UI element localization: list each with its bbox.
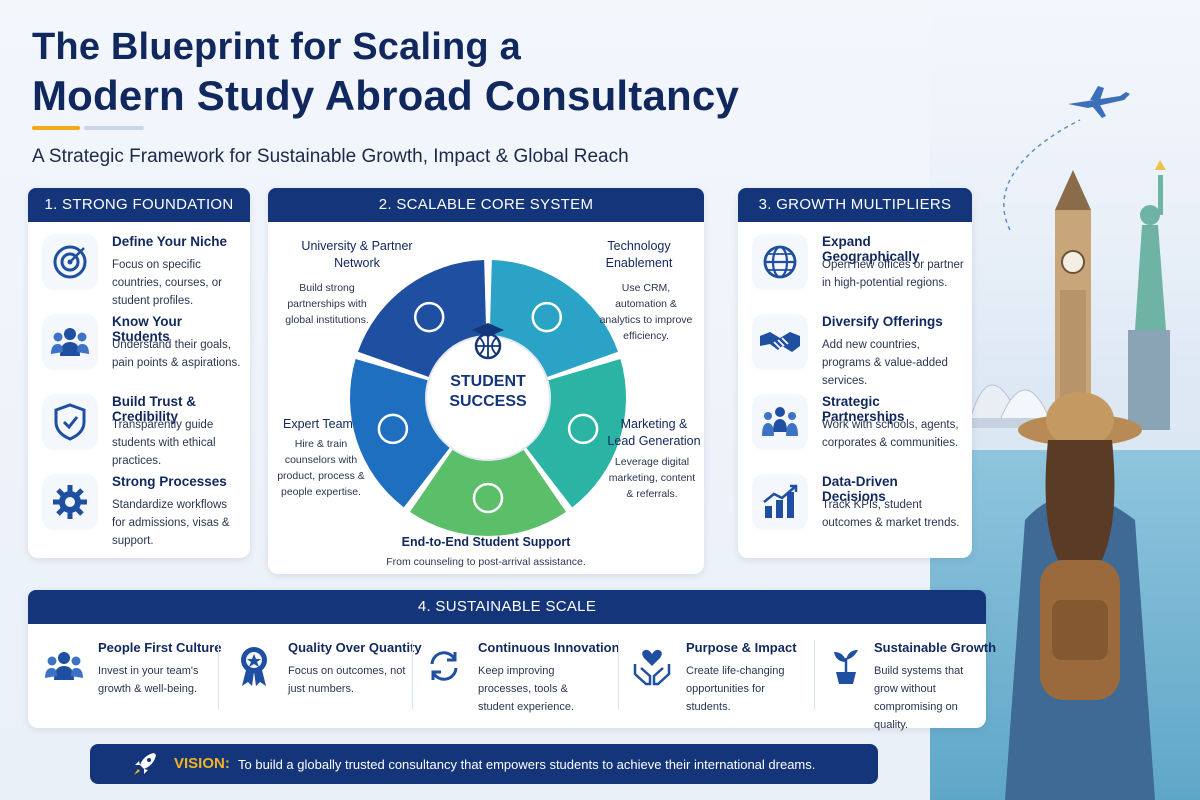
item-desc: Understand their goals, pain points & as… (112, 339, 241, 369)
foundation-item: Strong Processes Standardize workflows f… (38, 470, 242, 547)
document-icon (377, 413, 409, 445)
foundation-item: Know Your Students Understand their goal… (38, 310, 242, 380)
divider (218, 640, 219, 710)
item-title: Quality Over Quantity (288, 640, 422, 655)
graduation-cap-icon (413, 301, 445, 333)
scale-item: Continuous Innovation Keep improving pro… (412, 630, 620, 720)
item-desc: Focus on specific countries, courses, or… (112, 259, 222, 307)
headset-icon (472, 482, 504, 514)
core-header: 2. SCALABLE CORE SYSTEM (268, 188, 704, 222)
core-panel: 2. SCALABLE CORE SYSTEM STUDENT SUCCESS … (268, 188, 704, 574)
target-icon (42, 234, 98, 290)
globe-icon (752, 234, 808, 290)
rocket-icon (132, 751, 158, 777)
airplane-icon (1068, 86, 1130, 118)
item-desc: Work with schools, agents, corporates & … (822, 419, 959, 449)
item-title: Sustainable Growth (874, 640, 997, 655)
item-desc: Transparently guide students with ethica… (112, 419, 216, 467)
item-title: People First Culture (98, 640, 222, 655)
title-rule-secondary (84, 126, 144, 130)
foundation-panel: 1. STRONG FOUNDATION Define Your Niche F… (28, 188, 250, 558)
item-title: Diversify Offerings (822, 314, 943, 329)
item-title: Strong Processes (112, 474, 227, 489)
scale-item: Purpose & Impact Create life-changing op… (620, 630, 810, 720)
item-desc: Focus on outcomes, not just numbers. (288, 665, 406, 695)
title-accent-rule (32, 126, 80, 130)
foundation-header: 1. STRONG FOUNDATION (28, 188, 250, 222)
item-desc: Keep improving processes, tools & studen… (478, 665, 575, 713)
divider (618, 640, 619, 710)
item-title: Build Trust & Credibility (112, 394, 196, 424)
subtitle: A Strategic Framework for Sustainable Gr… (32, 146, 629, 167)
segment-title: End-to-End Student Support (401, 535, 571, 549)
shield-icon (42, 394, 98, 450)
item-desc: Open new offices or partner in high-pote… (822, 259, 964, 289)
multiplier-item: Expand Geographically Open new offices o… (748, 230, 964, 300)
divider (814, 640, 815, 710)
scale-item: People First Culture Invest in your team… (32, 630, 222, 720)
segment-technology (489, 260, 619, 378)
item-title: Purpose & Impact (686, 640, 797, 655)
people-icon (42, 314, 98, 370)
megaphone-icon (567, 413, 599, 445)
handshake-icon (752, 314, 808, 370)
computer-icon (531, 301, 563, 333)
plant-icon (824, 644, 868, 688)
item-desc: Create life-changing opportunities for s… (686, 665, 785, 713)
item-title: Define Your Niche (112, 234, 228, 249)
segment-university (357, 260, 487, 378)
multipliers-header: 3. GROWTH MULTIPLIERS (738, 188, 972, 222)
item-desc: Build systems that grow without compromi… (874, 665, 964, 731)
title-line-2: Modern Study Abroad Consultancy (32, 72, 740, 119)
heart-hands-icon (630, 644, 674, 688)
scale-panel: 4. SUSTAINABLE SCALE (28, 590, 986, 728)
multiplier-item: Data-Driven Decisions Track KPIs, studen… (748, 470, 964, 540)
segment-title: Technology Enablement (605, 239, 673, 270)
segment-support (410, 449, 566, 536)
multiplier-item: Strategic Partnerships Work with schools… (748, 390, 964, 460)
segment-desc: From counseling to post-arrival assistan… (386, 556, 586, 568)
foundation-item: Build Trust & Credibility Transparently … (38, 390, 242, 467)
vision-bar: VISION: To build a globally trusted cons… (90, 744, 878, 784)
item-title: Strategic Partnerships (822, 394, 905, 424)
segment-title: Marketing & Lead Generation (607, 417, 701, 448)
vision-label: VISION: (174, 755, 230, 772)
segment-desc: Hire & train counselors with product, pr… (277, 438, 365, 498)
item-desc: Invest in your team's growth & well-bein… (98, 665, 199, 695)
segment-desc: Use CRM, automation & analytics to impro… (599, 282, 693, 342)
scale-item: Quality Over Quantity Focus on outcomes,… (222, 630, 422, 720)
people-icon (42, 644, 86, 688)
foundation-item: Define Your Niche Focus on specific coun… (38, 230, 242, 307)
multiplier-item: Diversify Offerings Add new countries, p… (748, 310, 964, 387)
segment-title: University & Partner Network (301, 239, 413, 270)
segment-desc: Build strong partnerships with global in… (285, 282, 369, 326)
item-title: Data-Driven Decisions (822, 474, 898, 504)
multipliers-panel: 3. GROWTH MULTIPLIERS Expand Geographica… (738, 188, 972, 558)
gear-icon (42, 474, 98, 530)
scale-item: Sustainable Growth Build systems that gr… (818, 630, 996, 731)
item-title: Know Your Students (112, 314, 182, 344)
segment-title: Expert Team (283, 417, 353, 431)
segment-desc: Leverage digital marketing, content & re… (608, 456, 696, 500)
scale-header: 4. SUSTAINABLE SCALE (28, 590, 986, 624)
group-icon (752, 394, 808, 450)
vision-text: To build a globally trusted consultancy … (238, 757, 816, 772)
item-title: Expand Geographically (822, 234, 920, 264)
core-center-label: STUDENT SUCCESS (449, 373, 527, 410)
divider (412, 640, 413, 710)
core-wheel (350, 260, 626, 536)
graduation-globe-icon (458, 320, 518, 360)
bar-chart-icon (752, 474, 808, 530)
item-desc: Standardize workflows for admissions, vi… (112, 499, 230, 547)
item-title: Continuous Innovation (478, 640, 620, 655)
title-line-1: The Blueprint for Scaling a (32, 26, 521, 68)
award-ribbon-icon (232, 644, 276, 688)
refresh-icon (422, 644, 466, 688)
item-desc: Add new countries, programs & value-adde… (822, 339, 948, 387)
item-desc: Track KPIs, student outcomes & market tr… (822, 499, 960, 529)
